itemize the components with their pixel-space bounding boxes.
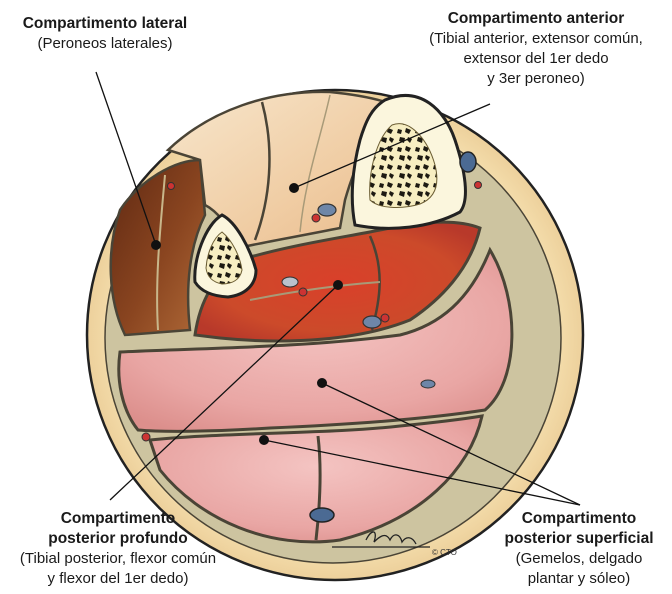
copyright-mark: © CTO <box>432 548 457 557</box>
profundo-title-2: posterior profundo <box>0 529 236 549</box>
anterior-line-2: extensor del 1er dedo <box>400 49 672 69</box>
label-lateral-compartment: Compartimento lateral (Peroneos laterale… <box>0 14 210 54</box>
superficial-title-1: Compartimento <box>486 509 672 529</box>
profundo-line-1: (Tibial posterior, flexor común <box>0 549 236 569</box>
lateral-title: Compartimento lateral <box>0 14 210 34</box>
superficial-line-1: (Gemelos, delgado <box>486 549 672 569</box>
lateral-subtitle: (Peroneos laterales) <box>0 34 210 54</box>
profundo-title-1: Compartimento <box>0 509 236 529</box>
anterior-line-1: (Tibial anterior, extensor común, <box>400 29 672 49</box>
label-superficial-posterior-compartment: Compartimento posterior superficial (Gem… <box>486 509 672 589</box>
anterior-line-3: y 3er peroneo) <box>400 69 672 89</box>
profundo-line-2: y flexor del 1er dedo) <box>0 569 236 589</box>
superficial-line-2: plantar y sóleo) <box>486 569 672 589</box>
anterior-title: Compartimento anterior <box>400 9 672 29</box>
superficial-title-2: posterior superficial <box>486 529 672 549</box>
label-deep-posterior-compartment: Compartimento posterior profundo (Tibial… <box>0 509 236 589</box>
label-anterior-compartment: Compartimento anterior (Tibial anterior,… <box>400 9 672 89</box>
